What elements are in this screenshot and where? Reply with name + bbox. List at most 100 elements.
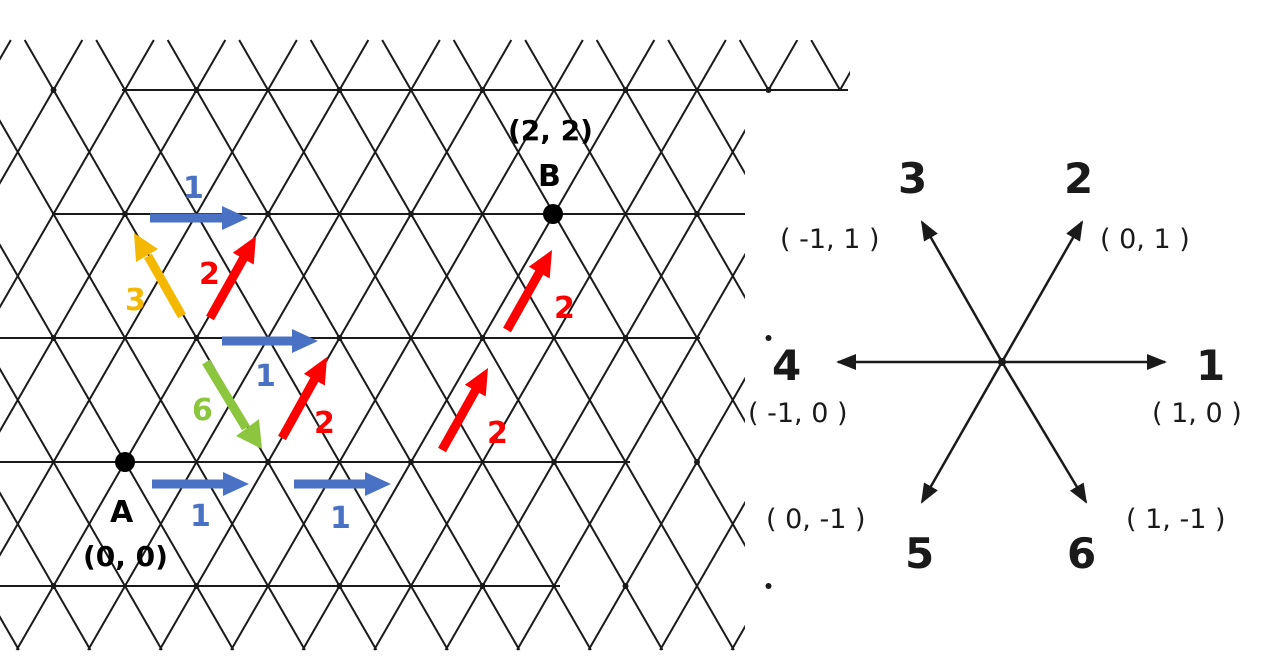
step-label: 1 bbox=[330, 501, 351, 536]
lattice-point bbox=[336, 335, 343, 341]
step-arrow-1 bbox=[294, 472, 391, 496]
step-labels: 1 1 1 1 2 2 2 2 2 3 6 bbox=[125, 171, 575, 536]
lattice-point bbox=[765, 87, 772, 93]
direction-number-5: 5 bbox=[905, 529, 934, 578]
lattice-point bbox=[765, 335, 772, 341]
lattice-point bbox=[479, 335, 486, 341]
direction-number-1: 1 bbox=[1196, 341, 1225, 390]
lattice-line bbox=[309, 39, 664, 651]
direction-number-6: 6 bbox=[1067, 529, 1096, 578]
step-arrow-2 bbox=[503, 250, 552, 333]
lattice-point bbox=[765, 583, 772, 589]
lattice-point bbox=[265, 459, 271, 465]
lattice-line bbox=[802, 39, 850, 651]
step-label: 1 bbox=[183, 171, 204, 206]
step-arrow-6 bbox=[202, 359, 262, 449]
step-label: 1 bbox=[255, 359, 276, 394]
step-arrow-1 bbox=[222, 329, 318, 353]
direction-vector-1: ( 1, 0 ) bbox=[1152, 398, 1242, 429]
step-arrow-1 bbox=[150, 206, 248, 230]
lattice-point bbox=[408, 211, 414, 217]
step-label: 2 bbox=[554, 291, 575, 326]
lattice-point bbox=[551, 459, 557, 465]
direction-number-4: 4 bbox=[772, 341, 801, 390]
lattice-line bbox=[238, 39, 592, 651]
lattice-line bbox=[667, 39, 850, 651]
lattice-line bbox=[452, 39, 807, 651]
lattice-line bbox=[587, 39, 850, 651]
lattice-point bbox=[622, 335, 629, 341]
point-b-letter: B bbox=[538, 159, 561, 194]
lattice-line bbox=[158, 39, 513, 651]
lattice-line bbox=[810, 39, 850, 651]
lattice-point bbox=[336, 583, 343, 589]
lattice-line bbox=[444, 39, 799, 651]
lattice-line bbox=[0, 39, 235, 651]
direction-vector-5: ( 0, -1 ) bbox=[766, 504, 866, 535]
step-arrow-2 bbox=[206, 236, 256, 321]
lattice-point bbox=[694, 211, 700, 217]
lattice-point bbox=[622, 87, 629, 93]
lattice-line bbox=[166, 39, 521, 651]
lattice-line bbox=[0, 39, 298, 651]
step-label: 2 bbox=[487, 416, 508, 451]
step-label: 2 bbox=[314, 406, 335, 441]
lattice-line bbox=[230, 39, 584, 651]
lattice-point bbox=[479, 87, 486, 93]
direction-vector-4: ( -1, 0 ) bbox=[748, 398, 848, 429]
lattice-point bbox=[622, 583, 629, 589]
lattice-line bbox=[0, 39, 92, 651]
lattice-point bbox=[265, 211, 271, 217]
step-arrow-3 bbox=[134, 233, 186, 319]
lattice-point bbox=[193, 583, 200, 589]
lattice-point bbox=[408, 459, 414, 465]
lattice-line bbox=[23, 39, 378, 651]
step-label: 3 bbox=[125, 283, 146, 318]
direction-arrow-5 bbox=[920, 361, 1004, 504]
step-arrow-1 bbox=[152, 472, 249, 496]
direction-legend: 1 2 3 4 5 6 ( 1, 0 ) ( 0, 1 ) ( -1, 1 ) … bbox=[748, 154, 1242, 578]
direction-number-2: 2 bbox=[1064, 154, 1093, 203]
step-label: 2 bbox=[199, 257, 220, 292]
direction-vector-2: ( 0, 1 ) bbox=[1100, 224, 1190, 255]
direction-vector-6: ( 1, -1 ) bbox=[1126, 504, 1226, 535]
lattice-point bbox=[193, 335, 200, 341]
direction-number-3: 3 bbox=[898, 154, 927, 203]
point-a-letter: A bbox=[110, 495, 134, 530]
lattice-line bbox=[0, 39, 227, 651]
lattice-point bbox=[122, 211, 128, 217]
lattice-line bbox=[381, 39, 735, 651]
lattice-point bbox=[193, 87, 200, 93]
point-a-coord: (0, 0) bbox=[83, 540, 168, 573]
lattice-line bbox=[0, 39, 163, 651]
step-arrow-2 bbox=[278, 357, 327, 441]
lattice-point bbox=[336, 87, 343, 93]
lattice-point bbox=[50, 87, 57, 93]
lattice-line bbox=[0, 39, 20, 651]
lattice-line bbox=[373, 39, 727, 651]
step-label: 1 bbox=[190, 499, 211, 534]
lattice-line bbox=[15, 39, 370, 651]
lattice-line bbox=[0, 39, 306, 651]
direction-arrow-6 bbox=[1000, 361, 1088, 504]
direction-vector-3: ( -1, 1 ) bbox=[780, 224, 880, 255]
point-b-coord: (2, 2) bbox=[508, 114, 593, 147]
lattice-point bbox=[50, 335, 57, 341]
direction-arrow-3 bbox=[920, 220, 1004, 363]
lattice-line bbox=[0, 39, 155, 651]
direction-arrow-2 bbox=[1000, 220, 1084, 363]
lattice-line bbox=[946, 40, 1284, 650]
lattice-line bbox=[883, 40, 1235, 650]
path-arrows bbox=[134, 206, 552, 496]
step-arrow-2 bbox=[438, 368, 488, 453]
lattice-line bbox=[659, 39, 850, 651]
point-a: A (0, 0) bbox=[83, 452, 168, 573]
lattice-line bbox=[0, 39, 84, 651]
step-label: 6 bbox=[192, 393, 213, 428]
lattice-point bbox=[50, 583, 57, 589]
point-b: B (2, 2) bbox=[508, 114, 593, 224]
lattice-line bbox=[1018, 40, 1284, 650]
lattice-line bbox=[301, 39, 656, 651]
lattice-point bbox=[479, 583, 486, 589]
